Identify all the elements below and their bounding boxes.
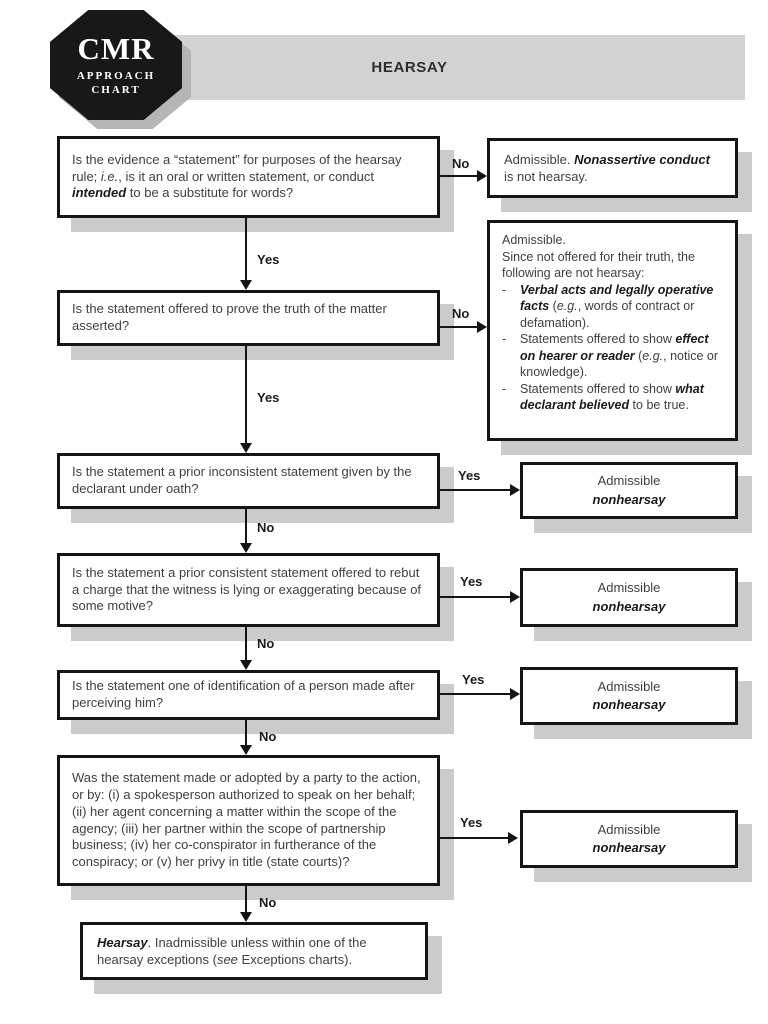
arrow-right-icon xyxy=(510,484,520,496)
branch-label-down-1: Yes xyxy=(257,252,280,267)
answer-box-nonhearsay-3: Admissible nonhearsay xyxy=(520,667,738,725)
bullet-declarant-belief: - Statements offered to show what declar… xyxy=(502,381,723,414)
connector-down-5 xyxy=(245,720,247,746)
logo-subtitle-line2: CHART xyxy=(91,83,141,96)
answer-intro-line1: Admissible. xyxy=(502,233,566,247)
connector-down-3 xyxy=(245,509,247,544)
arrow-right-icon xyxy=(510,688,520,700)
answer-box-nonhearsay-2: Admissible nonhearsay xyxy=(520,568,738,627)
arrow-down-icon xyxy=(240,745,252,755)
branch-label-side-2: No xyxy=(452,306,470,321)
connector-side-1 xyxy=(440,175,478,177)
connector-side-5 xyxy=(440,693,512,695)
logo-subtitle-line1: APPROACH xyxy=(76,69,156,82)
bullet-verbal-acts: - Verbal acts and legally operative fact… xyxy=(502,282,723,332)
arrow-right-icon xyxy=(510,591,520,603)
connector-down-4 xyxy=(245,627,247,661)
answer-line1: Admissible xyxy=(597,580,661,596)
arrow-down-icon xyxy=(240,443,252,453)
question-text: Is the evidence a “statement” for purpos… xyxy=(72,151,402,201)
arrow-down-icon xyxy=(240,280,252,290)
branch-label-down-6: No xyxy=(259,895,277,910)
header-banner: HEARSAY xyxy=(162,35,745,100)
answer-line2: nonhearsay xyxy=(592,697,666,712)
bullet-dash: - xyxy=(502,282,507,297)
bullet-dash: - xyxy=(502,332,507,346)
conclusion-box-hearsay-inadmissible: Hearsay. Inadmissible unless within one … xyxy=(80,922,428,980)
answer-box-nonhearsay-4: Admissible nonhearsay xyxy=(520,810,738,868)
question-box-truth-of-matter: Is the statement offered to prove the tr… xyxy=(57,290,440,346)
answer-box-not-offered-for-truth: Admissible. Since not offered for their … xyxy=(487,220,738,441)
question-text: Is the statement a prior consistent stat… xyxy=(72,564,422,614)
answer-box-nonassertive-conduct: Admissible. Nonassertive conduct is not … xyxy=(487,138,738,198)
bullet-effect-on-hearer: - Statements offered to show effect on h… xyxy=(502,331,723,381)
branch-label-side-5: Yes xyxy=(462,672,485,687)
answer-line1: Admissible xyxy=(597,678,661,694)
question-box-prior-consistent: Is the statement a prior consistent stat… xyxy=(57,553,440,627)
bullet-text: Statements offered to show what declaran… xyxy=(520,381,704,413)
arrow-right-icon xyxy=(477,321,487,333)
bullet-text: Verbal acts and legally operative facts … xyxy=(520,282,714,330)
question-text: Is the statement a prior inconsistent st… xyxy=(72,464,412,496)
question-box-prior-inconsistent: Is the statement a prior inconsistent st… xyxy=(57,453,440,509)
cmr-logo-octagon-icon: CMR APPROACH CHART xyxy=(50,10,182,120)
branch-label-side-3: Yes xyxy=(458,468,481,483)
branch-label-side-1: No xyxy=(452,156,470,171)
answer-text: Admissible. Nonassertive conduct is not … xyxy=(504,151,710,184)
branch-label-down-3: No xyxy=(257,520,275,535)
answer-line2: nonhearsay xyxy=(592,598,666,614)
branch-label-down-4: No xyxy=(257,636,275,651)
connector-side-6 xyxy=(440,837,510,839)
branch-label-down-2: Yes xyxy=(257,390,280,405)
page-title: HEARSAY xyxy=(371,59,448,76)
question-box-party-admission: Was the statement made or adopted by a p… xyxy=(57,755,440,886)
arrow-right-icon xyxy=(477,170,487,182)
arrow-down-icon xyxy=(240,543,252,553)
question-text: Is the statement one of identification o… xyxy=(72,678,415,710)
conclusion-text: Hearsay. Inadmissible unless within one … xyxy=(97,934,367,967)
connector-side-2 xyxy=(440,326,478,328)
connector-down-1 xyxy=(245,218,247,281)
arrow-right-icon xyxy=(508,832,518,844)
answer-box-nonhearsay-1: Admissible nonhearsay xyxy=(520,462,738,519)
connector-side-4 xyxy=(440,596,512,598)
bullet-dash: - xyxy=(502,381,507,396)
connector-side-3 xyxy=(440,489,512,491)
bullet-text: Statements offered to show effect on hea… xyxy=(520,332,719,379)
answer-line1: Admissible xyxy=(597,473,661,489)
branch-label-down-5: No xyxy=(259,729,277,744)
branch-label-side-4: Yes xyxy=(460,574,483,589)
question-text: Is the statement offered to prove the tr… xyxy=(72,301,387,333)
arrow-down-icon xyxy=(240,660,252,670)
answer-line2: nonhearsay xyxy=(592,840,666,855)
branch-label-side-6: Yes xyxy=(460,815,483,830)
answer-line1: Admissible xyxy=(597,821,661,837)
answer-intro-line2: Since not offered for their truth, the f… xyxy=(502,249,695,281)
arrow-down-icon xyxy=(240,912,252,922)
logo-acronym: CMR xyxy=(77,30,155,66)
question-box-identification: Is the statement one of identification o… xyxy=(57,670,440,720)
question-text: Was the statement made or adopted by a p… xyxy=(72,769,421,870)
question-box-statement-definition: Is the evidence a “statement” for purpos… xyxy=(57,136,440,218)
connector-down-6 xyxy=(245,886,247,913)
answer-line2: nonhearsay xyxy=(592,491,666,507)
connector-down-2 xyxy=(245,346,247,444)
